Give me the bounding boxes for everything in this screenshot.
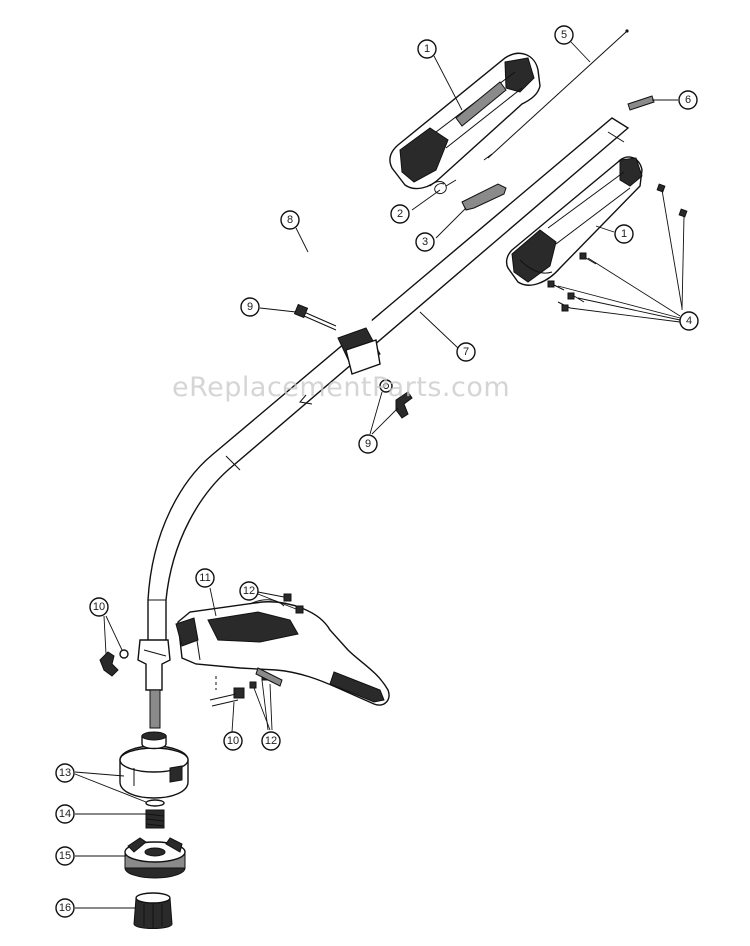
washer-and-knob bbox=[379, 379, 413, 419]
svg-text:16: 16 bbox=[59, 902, 71, 914]
head-washer bbox=[145, 799, 165, 807]
svg-text:11: 11 bbox=[199, 572, 210, 584]
svg-text:9: 9 bbox=[365, 438, 371, 450]
loop-handle-bolt bbox=[293, 303, 337, 331]
callout-8: 8 bbox=[280, 210, 300, 230]
drive-shaft-tip bbox=[627, 95, 655, 111]
svg-text:8: 8 bbox=[287, 214, 293, 226]
callout-9-right: 9 bbox=[358, 434, 378, 454]
callout-12-lower: 12 bbox=[261, 731, 281, 751]
svg-text:3: 3 bbox=[422, 236, 428, 248]
callout-13: 13 bbox=[55, 763, 75, 783]
svg-text:6: 6 bbox=[685, 94, 691, 106]
guard-screws bbox=[249, 593, 304, 689]
line-spool bbox=[124, 837, 186, 879]
watermark-text: eReplacementParts.com bbox=[172, 372, 510, 403]
grass-guard bbox=[175, 599, 390, 706]
bump-knob bbox=[133, 892, 173, 929]
svg-text:9: 9 bbox=[247, 301, 253, 313]
head-spring bbox=[145, 809, 165, 829]
callout-4: 4 bbox=[679, 311, 699, 331]
svg-text:1: 1 bbox=[621, 228, 627, 240]
callout-6: 6 bbox=[678, 90, 698, 110]
callout-2: 2 bbox=[390, 204, 410, 224]
svg-text:10: 10 bbox=[227, 735, 239, 747]
svg-text:10: 10 bbox=[93, 601, 105, 613]
callout-1-upper: 1 bbox=[417, 39, 437, 59]
loop-handle bbox=[297, 233, 381, 375]
lower-handle-housing bbox=[505, 156, 643, 286]
svg-text:7: 7 bbox=[463, 346, 469, 358]
callout-11: 11 bbox=[195, 568, 215, 588]
trimmer-head-housing bbox=[119, 731, 189, 799]
svg-text:4: 4 bbox=[686, 315, 692, 327]
guard-bolt bbox=[209, 676, 245, 707]
spring bbox=[429, 179, 457, 195]
callout-3: 3 bbox=[415, 232, 435, 252]
callout-14: 14 bbox=[55, 804, 75, 824]
svg-text:5: 5 bbox=[561, 29, 567, 41]
upper-handle-housing bbox=[389, 52, 541, 190]
trigger bbox=[461, 183, 507, 211]
svg-text:15: 15 bbox=[59, 850, 71, 862]
leader-lines bbox=[74, 41, 685, 909]
shaft-clamp bbox=[99, 639, 171, 729]
svg-text:14: 14 bbox=[59, 808, 71, 820]
callout-10-left: 10 bbox=[89, 597, 109, 617]
svg-text:12: 12 bbox=[243, 585, 255, 597]
callout-9-left: 9 bbox=[240, 297, 260, 317]
callout-15: 15 bbox=[55, 846, 75, 866]
svg-text:1: 1 bbox=[424, 43, 430, 55]
callout-16: 16 bbox=[55, 898, 75, 918]
svg-text:13: 13 bbox=[59, 767, 71, 779]
svg-text:12: 12 bbox=[265, 735, 277, 747]
callout-12-upper: 12 bbox=[239, 581, 259, 601]
callout-5: 5 bbox=[554, 25, 574, 45]
callout-7: 7 bbox=[456, 342, 476, 362]
callout-1-lower: 1 bbox=[614, 224, 634, 244]
throttle-cable bbox=[483, 29, 629, 161]
svg-text:2: 2 bbox=[397, 208, 403, 220]
callout-10-lower: 10 bbox=[223, 731, 243, 751]
handle-screws bbox=[547, 183, 688, 312]
